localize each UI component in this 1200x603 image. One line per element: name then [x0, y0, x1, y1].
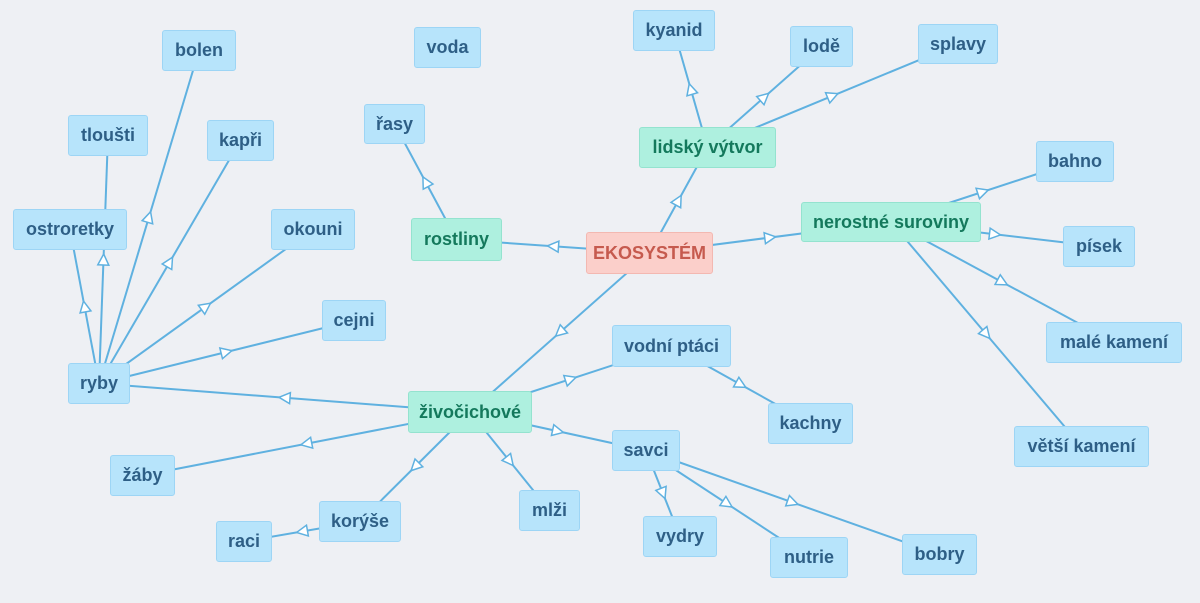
node-lidsky-vytvor[interactable]: lidský výtvor — [639, 127, 776, 168]
node-vetsi-kameni[interactable]: větší kamení — [1014, 426, 1149, 467]
node-mlzi[interactable]: mlži — [519, 490, 580, 531]
connector-ryby-kapri — [98, 139, 242, 385]
arrowhead-icon — [718, 494, 734, 508]
node-vydry[interactable]: vydry — [643, 516, 717, 557]
arrowhead-icon — [140, 210, 154, 225]
node-male-kameni[interactable]: malé kamení — [1046, 322, 1182, 363]
arrowhead-icon — [993, 273, 1009, 286]
connector-ryby-bolen — [98, 50, 200, 384]
node-bahno[interactable]: bahno — [1036, 141, 1114, 182]
node-kyanid[interactable]: kyanid — [633, 10, 715, 51]
arrowhead-icon — [160, 255, 174, 271]
node-kachny[interactable]: kachny — [768, 403, 853, 444]
arrowhead-icon — [294, 523, 310, 538]
arrowhead-icon — [554, 323, 569, 338]
arrowhead-icon — [988, 226, 1003, 241]
node-lode[interactable]: lodě — [790, 26, 853, 67]
node-ryby[interactable]: ryby — [68, 363, 130, 404]
node-pisek[interactable]: písek — [1063, 226, 1135, 267]
connector-savci-bobry — [645, 449, 940, 556]
arrowhead-icon — [562, 374, 578, 388]
arrowhead-icon — [96, 252, 110, 266]
connector-ekosystem-zivocichove — [469, 252, 651, 413]
node-raci[interactable]: raci — [216, 521, 272, 562]
node-bobry[interactable]: bobry — [902, 534, 977, 575]
arrowhead-icon — [550, 423, 566, 437]
node-cejni[interactable]: cejni — [322, 300, 386, 341]
arrowhead-icon — [654, 485, 667, 501]
arrowhead-icon — [732, 375, 748, 389]
node-nutrie[interactable]: nutrie — [770, 537, 848, 578]
node-okouni[interactable]: okouni — [271, 209, 355, 250]
connector-ryby-cejni — [98, 319, 355, 385]
node-splavy[interactable]: splavy — [918, 24, 998, 64]
arrowhead-icon — [197, 302, 212, 316]
node-voda[interactable]: voda — [414, 27, 481, 68]
arrowhead-icon — [422, 175, 435, 191]
arrowhead-icon — [500, 452, 515, 467]
arrowhead-icon — [755, 92, 770, 107]
arrowhead-icon — [977, 325, 991, 340]
node-rostliny[interactable]: rostliny — [411, 218, 502, 261]
node-rasy[interactable]: řasy — [364, 104, 425, 144]
arrowhead-icon — [299, 435, 314, 450]
arrowhead-icon — [669, 193, 682, 209]
node-nerostne-suroviny[interactable]: nerostné suroviny — [801, 202, 981, 242]
arrowhead-icon — [686, 82, 699, 97]
arrowhead-icon — [277, 391, 292, 405]
node-ekosystem[interactable]: EKOSYSTÉM — [586, 232, 713, 274]
node-ostroretky[interactable]: ostroretky — [13, 209, 127, 250]
arrowhead-icon — [545, 239, 560, 254]
arrowhead-icon — [79, 299, 93, 314]
arrowhead-icon — [763, 231, 778, 245]
node-bolen[interactable]: bolen — [162, 30, 236, 71]
arrowhead-icon — [824, 91, 840, 105]
connector-ryby-okouni — [98, 228, 314, 385]
node-tlousti[interactable]: tloušti — [68, 115, 148, 156]
node-savci[interactable]: savci — [612, 430, 680, 471]
arrowhead-icon — [974, 187, 990, 201]
arrowhead-icon — [218, 346, 234, 361]
connector-ryby-ostroretky — [69, 229, 100, 384]
node-kapri[interactable]: kapři — [207, 120, 274, 161]
node-vodni-ptaci[interactable]: vodní ptáci — [612, 325, 731, 367]
connector-nerostne-vetsi — [890, 221, 1083, 448]
connector-ryby-tlousti — [96, 135, 110, 384]
node-zaby[interactable]: žáby — [110, 455, 175, 496]
arrowhead-icon — [409, 457, 425, 472]
arrowhead-icon — [784, 494, 800, 507]
node-zivocichove[interactable]: živočichové — [408, 391, 532, 433]
node-koryse[interactable]: korýše — [319, 501, 401, 542]
